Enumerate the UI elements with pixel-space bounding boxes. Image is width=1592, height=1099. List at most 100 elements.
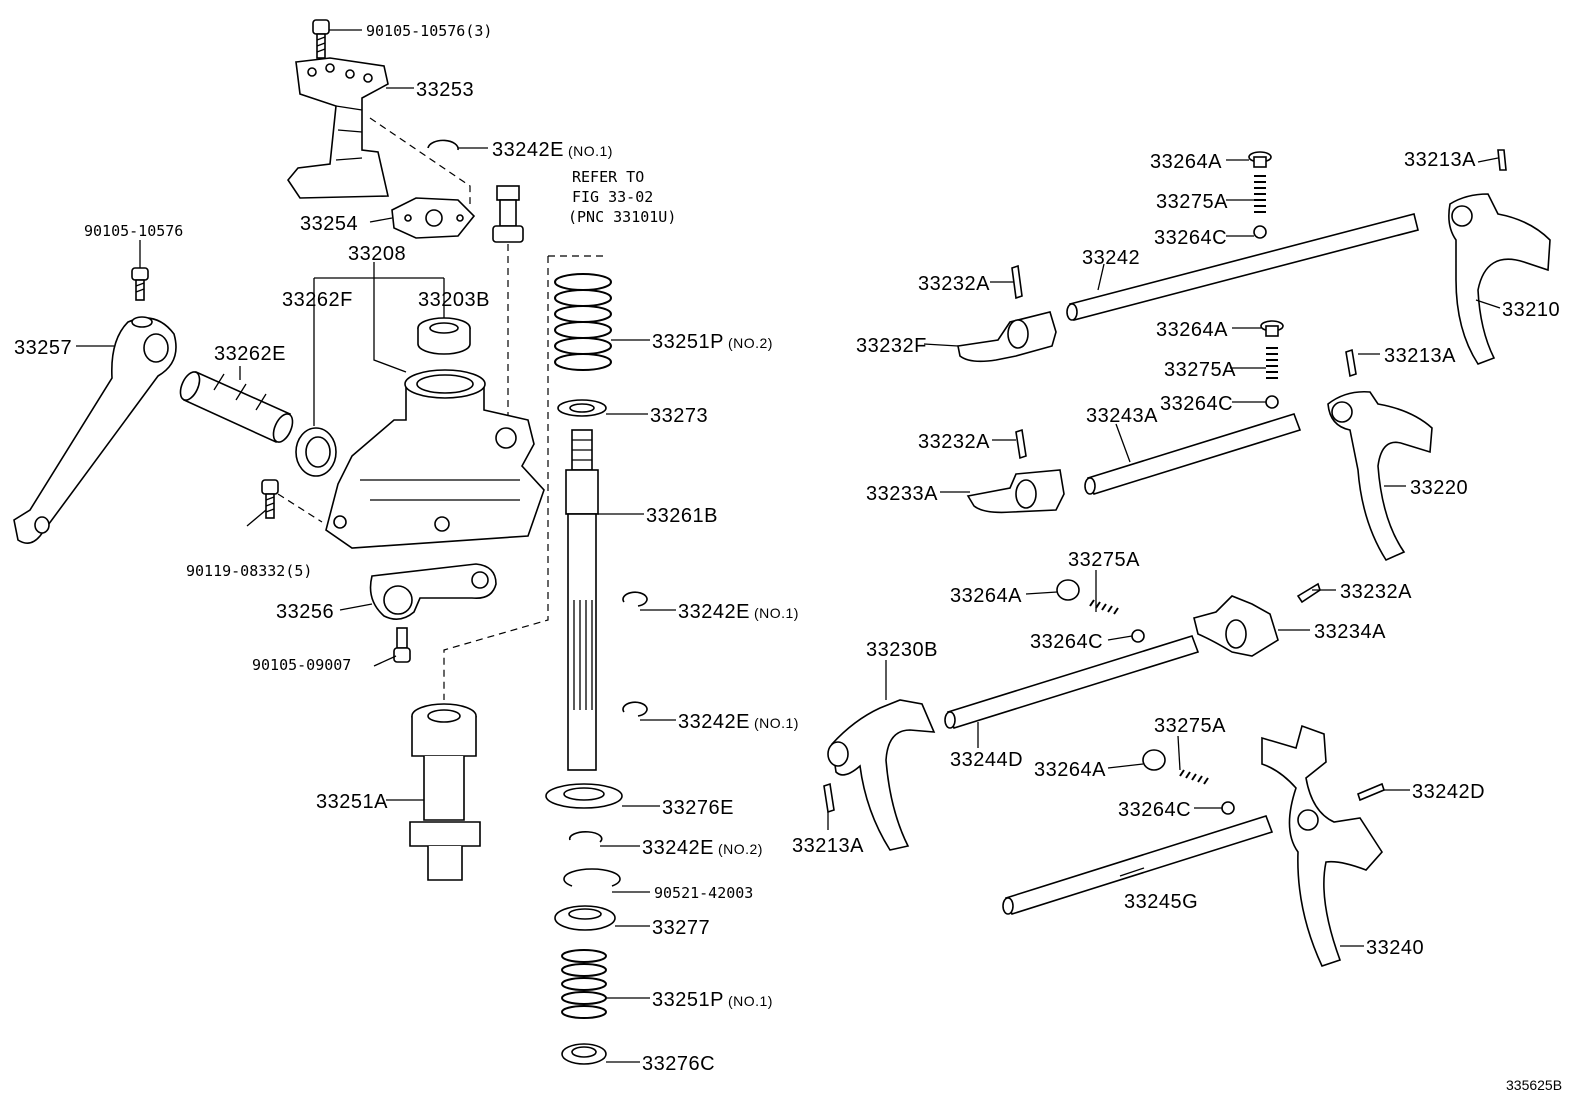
label-33275A-b[interactable]: 33275A <box>1164 359 1236 381</box>
fork-33210 <box>1448 193 1551 365</box>
label-33233A[interactable]: 33233A <box>866 483 938 505</box>
refer-note-line2: FIG 33-02 <box>572 188 653 206</box>
label-33234A[interactable]: 33234A <box>1314 621 1386 643</box>
rail-33242 <box>1066 213 1419 321</box>
label-90105-10576-3[interactable]: 90105-10576(3) <box>366 22 492 40</box>
detent-set-a <box>1248 151 1272 239</box>
pin-33232A-b <box>1015 428 1027 460</box>
housing-33208 <box>325 369 545 549</box>
label-90119-08332-5[interactable]: 90119-08332(5) <box>186 562 312 580</box>
bolt-90105-10576-top <box>312 19 330 59</box>
label-33253[interactable]: 33253 <box>416 79 474 101</box>
snap-ring-33242E-mid2 <box>622 701 648 717</box>
label-33232A-b[interactable]: 33232A <box>918 431 990 453</box>
label-33254[interactable]: 33254 <box>300 213 358 235</box>
label-33273[interactable]: 33273 <box>650 405 708 427</box>
bolt-90105-09007 <box>393 627 411 663</box>
bolt-90105-10576-left <box>131 267 149 301</box>
pin-33213A-top <box>1497 149 1507 171</box>
refer-pin <box>492 185 524 243</box>
pin-33232A-c <box>1296 582 1321 604</box>
label-33262E[interactable]: 33262E <box>214 343 286 365</box>
washer-33273 <box>557 399 607 417</box>
snap-ring-33242E-no2 <box>568 831 603 843</box>
label-33242E-no2[interactable]: 33242E(NO.2) <box>642 837 763 859</box>
label-90105-10576[interactable]: 90105-10576 <box>84 222 183 240</box>
spring-33251P-no1 <box>561 949 607 1019</box>
lever-33256 <box>369 563 497 620</box>
label-33264C-b[interactable]: 33264C <box>1160 393 1233 415</box>
label-33275A-a[interactable]: 33275A <box>1156 191 1228 213</box>
label-33276C[interactable]: 33276C <box>642 1053 715 1075</box>
label-33264C-d[interactable]: 33264C <box>1118 799 1191 821</box>
label-33220[interactable]: 33220 <box>1410 477 1468 499</box>
rail-33245G <box>1002 815 1274 915</box>
label-33251P-no2[interactable]: 33251P(NO.2) <box>652 331 773 353</box>
label-33210[interactable]: 33210 <box>1502 299 1560 321</box>
label-33242D[interactable]: 33242D <box>1412 781 1485 803</box>
label-33264A-a[interactable]: 33264A <box>1150 151 1222 173</box>
shift-head-33233A <box>966 469 1065 514</box>
shift-head-33251A <box>409 703 481 881</box>
label-33256[interactable]: 33256 <box>276 601 334 623</box>
label-33213A-c[interactable]: 33213A <box>792 835 864 857</box>
label-90105-09007[interactable]: 90105-09007 <box>252 656 351 674</box>
label-33264A-b[interactable]: 33264A <box>1156 319 1228 341</box>
label-33275A-d[interactable]: 33275A <box>1154 715 1226 737</box>
label-33203B[interactable]: 33203B <box>418 289 490 311</box>
label-33276E[interactable]: 33276E <box>662 797 734 819</box>
plate-33254 <box>391 197 476 239</box>
seat-33276E <box>545 783 623 809</box>
refer-note-line3: (PNC 33101U) <box>568 208 676 226</box>
pin-33262E <box>179 370 294 444</box>
label-33244D[interactable]: 33244D <box>950 749 1023 771</box>
spring-33251P-no2 <box>554 273 612 371</box>
label-33213A-b[interactable]: 33213A <box>1384 345 1456 367</box>
label-33264A-d[interactable]: 33264A <box>1034 759 1106 781</box>
shaft-33261B <box>565 429 599 771</box>
snap-ring-33242E-top <box>427 139 459 151</box>
label-33251A[interactable]: 33251A <box>316 791 388 813</box>
seal-33262F <box>295 427 337 477</box>
detent-set-d <box>1142 749 1235 815</box>
bracket-33253 <box>287 57 389 199</box>
label-33243A[interactable]: 33243A <box>1086 405 1158 427</box>
pin-33242D <box>1357 782 1385 802</box>
label-33261B[interactable]: 33261B <box>646 505 718 527</box>
shift-lever-33257 <box>13 316 177 544</box>
shift-head-33232F <box>957 311 1057 363</box>
label-33275A-c[interactable]: 33275A <box>1068 549 1140 571</box>
rail-33243A <box>1084 413 1302 495</box>
label-33277[interactable]: 33277 <box>652 917 710 939</box>
label-33232F[interactable]: 33232F <box>856 335 927 357</box>
label-33232A-a[interactable]: 33232A <box>918 273 990 295</box>
refer-note-line1: REFER TO <box>572 168 644 186</box>
label-33230B[interactable]: 33230B <box>866 639 938 661</box>
label-33240[interactable]: 33240 <box>1366 937 1424 959</box>
label-33251P-no1[interactable]: 33251P(NO.1) <box>652 989 773 1011</box>
seal-33203B <box>417 317 471 355</box>
label-33245G[interactable]: 33245G <box>1124 891 1198 913</box>
seat-33276C <box>561 1043 607 1065</box>
pin-33232A-a <box>1011 264 1023 300</box>
pin-33213A-b <box>1345 348 1357 378</box>
label-33264C-a[interactable]: 33264C <box>1154 227 1227 249</box>
label-33232A-c[interactable]: 33232A <box>1340 581 1412 603</box>
label-33262F[interactable]: 33262F <box>282 289 353 311</box>
label-33242[interactable]: 33242 <box>1082 247 1140 269</box>
label-33264A-c[interactable]: 33264A <box>950 585 1022 607</box>
snap-ring-90521-42003 <box>563 868 621 887</box>
label-33242E-top[interactable]: 33242E(NO.1) <box>492 139 613 161</box>
label-33264C-c[interactable]: 33264C <box>1030 631 1103 653</box>
label-33213A-a[interactable]: 33213A <box>1404 149 1476 171</box>
shift-head-33234A <box>1193 595 1279 657</box>
detent-set-b <box>1260 320 1284 409</box>
label-33242E-mid2[interactable]: 33242E(NO.1) <box>678 711 799 733</box>
label-33242E-mid1[interactable]: 33242E(NO.1) <box>678 601 799 623</box>
fork-33240 <box>1261 724 1384 967</box>
label-33257[interactable]: 33257 <box>14 337 72 359</box>
label-33208[interactable]: 33208 <box>348 243 406 265</box>
snap-ring-33242E-mid1 <box>622 591 648 607</box>
label-90521-42003[interactable]: 90521-42003 <box>654 884 753 902</box>
